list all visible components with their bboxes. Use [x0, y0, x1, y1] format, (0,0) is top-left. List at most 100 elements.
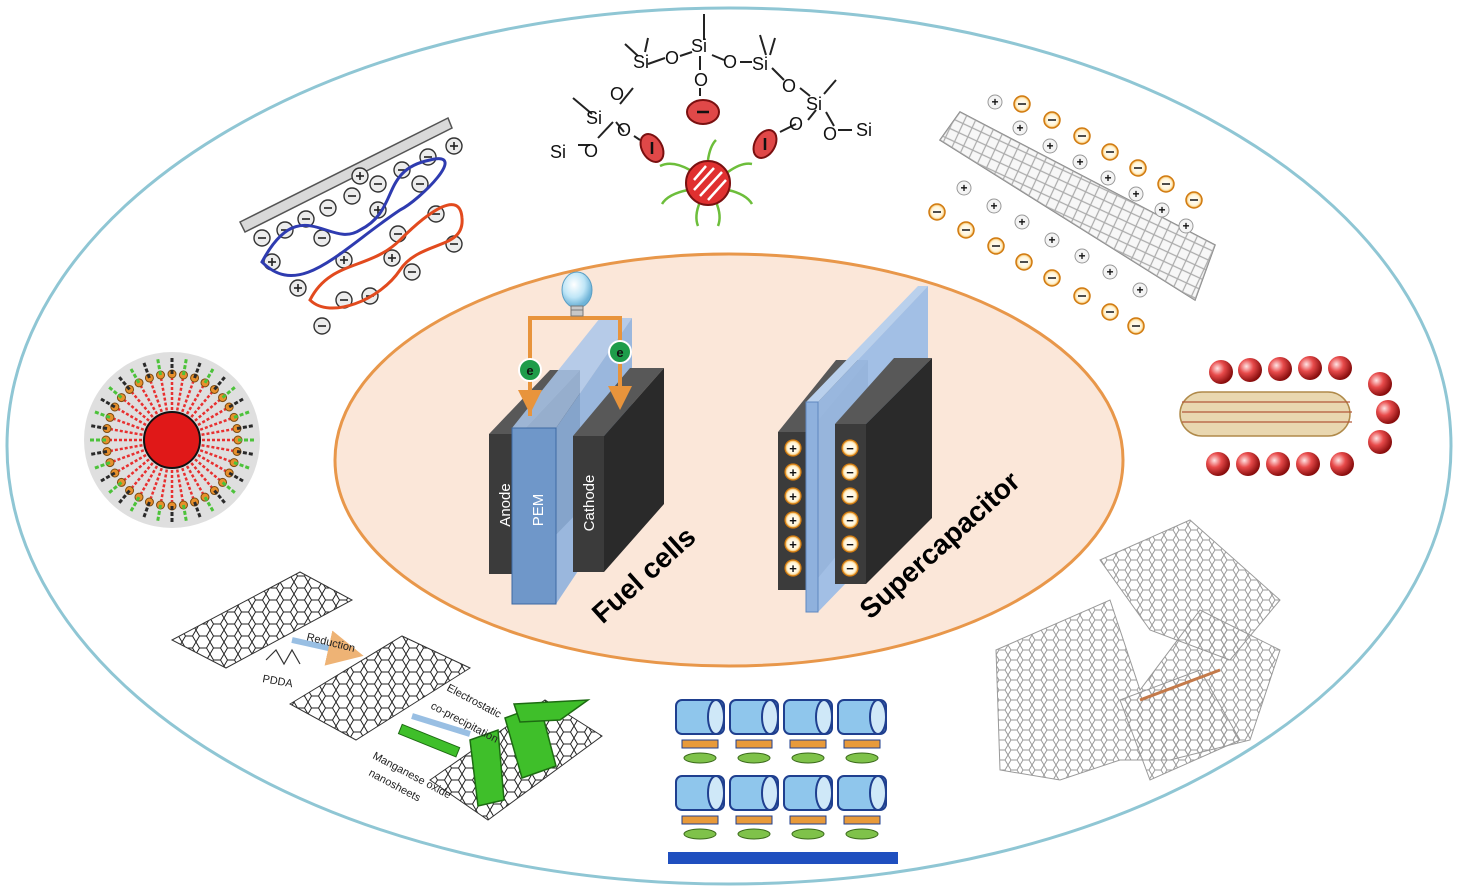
cnt-plus: +	[1106, 265, 1113, 279]
si-atom: Si	[633, 52, 649, 72]
cnt-plus: +	[1046, 139, 1053, 153]
orange-layer	[735, 739, 773, 749]
polyelectrolyte-layer	[238, 116, 464, 335]
nanotube-spheres	[1179, 356, 1400, 476]
micelle-ligand	[233, 409, 252, 419]
si-atom: Si	[856, 120, 872, 140]
positive-charge: +	[789, 441, 797, 456]
micelle-ligand	[221, 384, 238, 399]
orange-layer	[681, 739, 719, 749]
micelle-ligand	[203, 366, 216, 384]
o-atom: O	[665, 48, 679, 68]
cathode-label: Cathode	[581, 475, 598, 532]
positive-charge: +	[789, 465, 797, 480]
micelle-ligand	[155, 504, 163, 523]
cylinder-cap	[869, 775, 887, 811]
micelle-tail	[110, 443, 143, 452]
carbon-nanotube-charges: + + + + + + + + + + + + + + +	[928, 94, 1216, 335]
inner-ellipse	[333, 252, 1125, 668]
o-atom: O	[789, 114, 803, 134]
cnt-plus: +	[1132, 187, 1139, 201]
micelle-tail	[194, 399, 221, 422]
cnt-plus: +	[1076, 155, 1083, 169]
light-bulb-icon	[561, 271, 593, 317]
orange-layer	[789, 815, 827, 825]
micelle-ligand	[228, 396, 246, 409]
micelle-ligand	[98, 471, 116, 484]
micelle-tail	[181, 381, 195, 413]
micelle-tail	[123, 458, 150, 481]
micelle-tail	[139, 465, 159, 495]
green-layer	[791, 828, 825, 840]
micelle-tail	[201, 428, 234, 437]
micelle-ligand	[106, 481, 123, 496]
micelle-tail	[149, 467, 163, 499]
micelle-tail	[175, 469, 184, 502]
electron-symbol: e	[526, 363, 533, 378]
micelle-tail	[175, 378, 184, 411]
cnt-plus: +	[960, 181, 967, 195]
micelle-tail	[149, 381, 163, 413]
negative-charge: −	[846, 537, 854, 552]
o-atom: O	[584, 141, 598, 161]
negative-charge: −	[846, 441, 854, 456]
micelle-ligand	[128, 366, 141, 384]
si-atom: Si	[550, 142, 566, 162]
green-layer	[737, 752, 771, 764]
cylinder-cap	[815, 775, 833, 811]
micelle-tail	[139, 385, 159, 415]
micelle-tail	[185, 385, 205, 415]
micelle-ligand	[92, 461, 111, 471]
orange-layer	[789, 739, 827, 749]
micelle-tail	[197, 407, 227, 427]
micelle-ligand	[155, 357, 163, 376]
micelle-ligand	[128, 496, 141, 514]
micelle-tail	[199, 449, 231, 463]
green-layer	[791, 752, 825, 764]
micelle-ligand	[141, 360, 151, 379]
si-atom: Si	[752, 54, 768, 74]
negative-charge: −	[846, 513, 854, 528]
graphene-3d-network	[995, 519, 1281, 781]
electron-symbol: e	[616, 345, 623, 360]
micelle-tail	[199, 417, 231, 431]
orange-layer	[843, 815, 881, 825]
micelle-ligand	[98, 396, 116, 409]
micelle-ligand	[203, 496, 216, 514]
micelle-tail	[113, 449, 145, 463]
cylinder-cap	[707, 699, 725, 735]
green-layer	[683, 752, 717, 764]
green-layer	[845, 828, 879, 840]
cnt-plus: +	[1016, 121, 1023, 135]
negative-charge-sites	[639, 99, 778, 163]
si-atom: Si	[691, 36, 707, 56]
positive-charge: +	[789, 561, 797, 576]
micelle-tail	[185, 465, 205, 495]
anode-label: Anode	[497, 483, 514, 526]
micelle-ligand	[221, 481, 238, 496]
micelle-tail	[131, 462, 154, 489]
micelle-ligand	[141, 501, 151, 520]
green-layer	[845, 752, 879, 764]
micelle-ligand	[213, 374, 228, 391]
si-atom: Si	[806, 94, 822, 114]
cnt-plus: +	[1048, 233, 1055, 247]
orange-layer	[735, 815, 773, 825]
cnt-plus: +	[990, 199, 997, 213]
orange-layer	[681, 815, 719, 825]
micelle-particle	[84, 352, 260, 528]
o-atom: O	[723, 52, 737, 72]
cylinder-cap	[815, 699, 833, 735]
o-atom: O	[610, 84, 624, 104]
o-atom: O	[694, 70, 708, 90]
cylinder-cap	[761, 699, 779, 735]
micelle-tail	[190, 391, 213, 418]
micelle-tail	[123, 399, 150, 422]
micelle-ligand	[89, 423, 108, 431]
negative-charge: −	[846, 561, 854, 576]
cnt-plus: +	[1104, 171, 1111, 185]
micelle-tail	[113, 417, 145, 431]
micelle-ligand	[228, 471, 246, 484]
